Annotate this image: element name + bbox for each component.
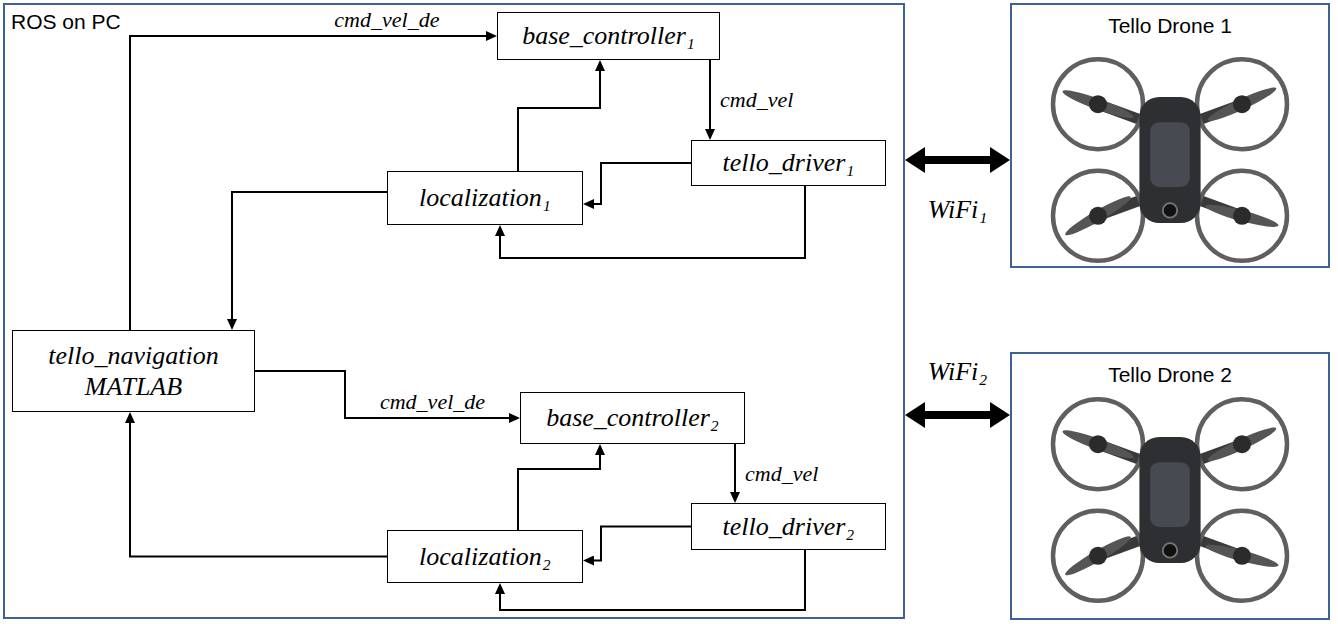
node-label: tello_navigation MATLAB: [48, 340, 218, 402]
connector: [518, 71, 600, 171]
connector: [594, 163, 691, 204]
drone-frame: Tello Drone 1: [1010, 3, 1330, 268]
connector: [255, 371, 509, 418]
process-box: tello_navigation MATLAB: [12, 330, 255, 412]
process-box: localization₂: [387, 530, 583, 583]
edge-label: cmd_vel_de: [332, 7, 441, 32]
connector: [709, 60, 711, 129]
edge-label: cmd_vel_de: [378, 389, 487, 414]
edge-label: cmd_vel: [718, 87, 795, 112]
connector: [130, 423, 387, 557]
node-label: tello_driver₂: [723, 511, 855, 542]
drone-frame: Tello Drone 2: [1010, 352, 1330, 620]
process-box: tello_driver₂: [691, 503, 886, 550]
node-label: localization₂: [419, 541, 551, 572]
frame-title: ROS on PC: [11, 9, 121, 34]
connector: [594, 527, 691, 561]
connector: [518, 455, 600, 530]
node-label: base_controller₁: [522, 20, 695, 51]
edge-label: WiFi₂: [926, 357, 990, 387]
node-label: tello_driver₁: [723, 147, 855, 178]
process-box: base_controller₁: [497, 12, 720, 60]
edge-label: WiFi₁: [926, 195, 990, 225]
node-label: localization₁: [419, 182, 551, 213]
wifi-link: [925, 411, 990, 419]
connector: [734, 444, 736, 492]
process-box: base_controller₂: [520, 392, 745, 444]
frame-title: Tello Drone 1: [1012, 13, 1328, 38]
edge-label: cmd_vel: [743, 461, 820, 486]
wifi-link: [925, 156, 990, 164]
frame-title: Tello Drone 2: [1012, 362, 1328, 387]
connector: [232, 192, 387, 319]
process-box: tello_driver₁: [691, 140, 886, 186]
drone-picture: [1053, 59, 1287, 261]
drone-picture: [1053, 399, 1287, 601]
node-label: base_controller₂: [546, 402, 719, 433]
process-box: localization₁: [387, 171, 583, 225]
